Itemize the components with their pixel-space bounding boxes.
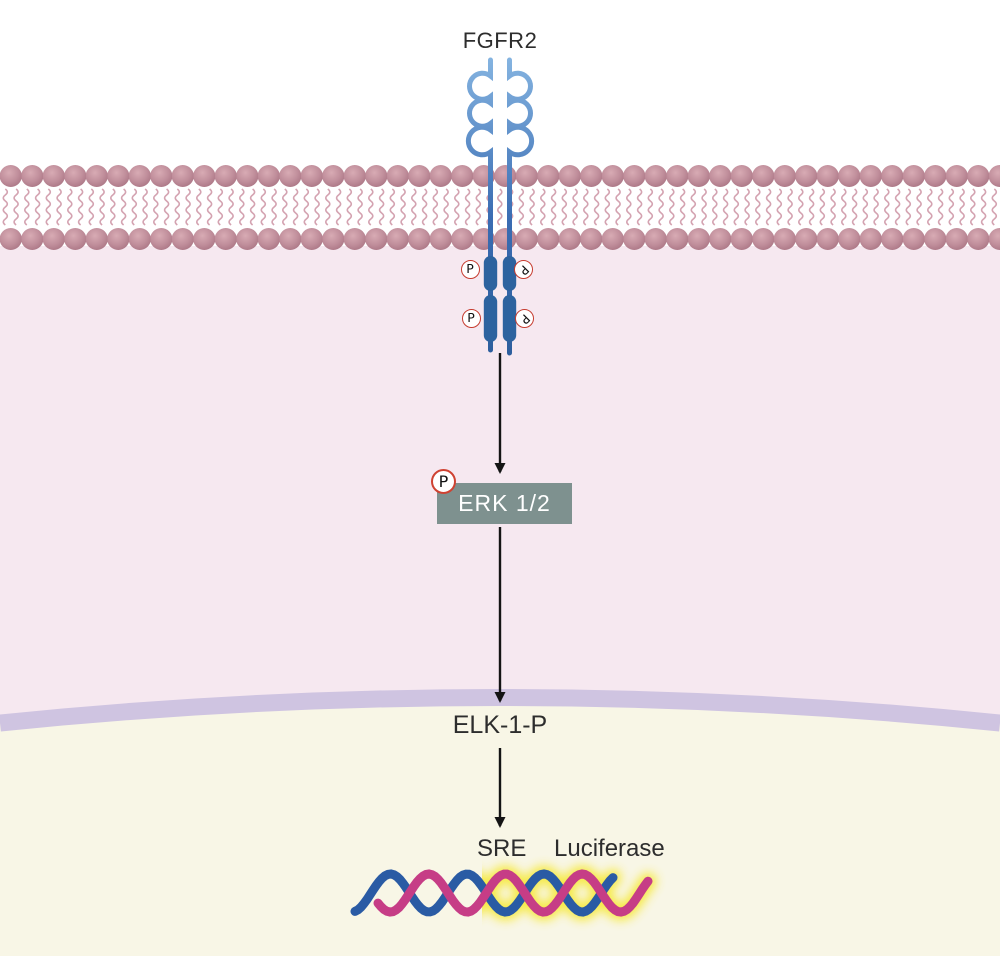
receptor-strand-left [465,57,493,353]
cell-membrane [0,163,1000,251]
erk-label: ERK 1/2 [458,490,551,516]
kinase-domain [502,295,517,342]
phospho-badge: P [460,259,480,279]
phospho-badge: P [461,308,481,328]
kinase-domain [483,295,498,342]
lipid-bilayer-icon [0,163,1000,251]
fgfr2-receptor-icon [465,57,535,356]
erk-phospho-badge: P [431,469,456,494]
erk-node: ERK 1/2 [437,483,572,524]
kinase-domain [502,256,517,291]
kinase-domain [483,256,498,291]
fgfr2-label: FGFR2 [462,28,538,53]
dna-helix-icon [350,865,657,921]
elk-label: ELK-1-P [452,711,548,739]
sre-label: SRE [477,835,527,862]
dna-strand-magenta [373,869,653,917]
luciferase-label: Luciferase [554,835,665,862]
receptor-strand-right [507,57,535,356]
